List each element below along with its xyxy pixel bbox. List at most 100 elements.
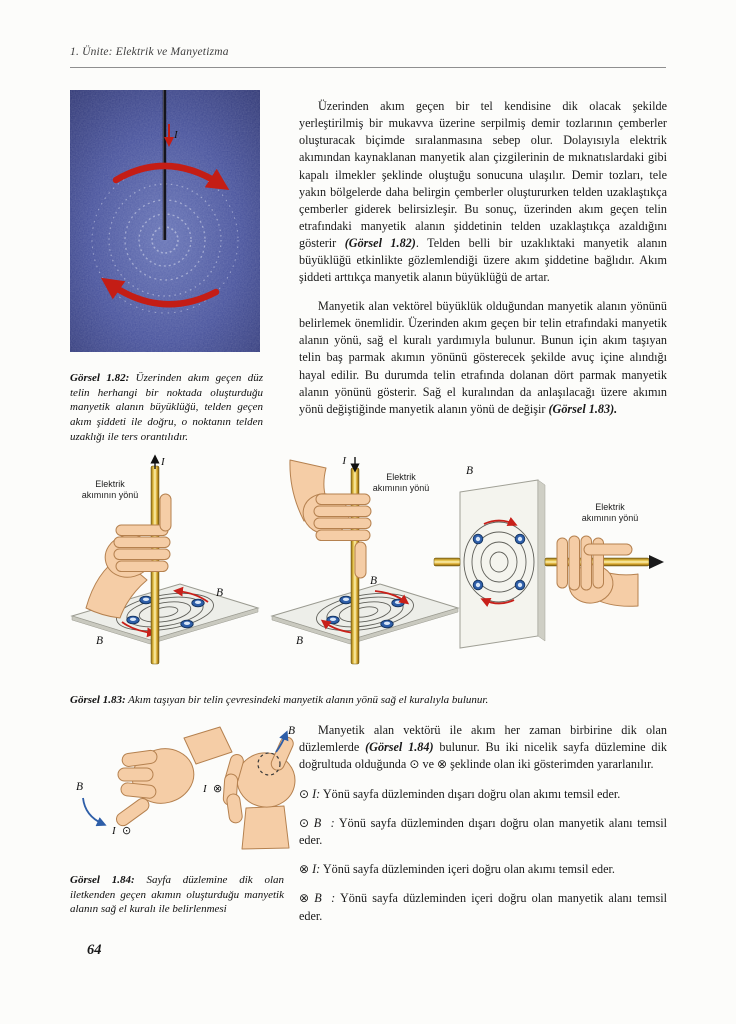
figure-reference-1-84: (Görsel 1.84) — [365, 740, 434, 755]
compass-marker — [472, 579, 484, 591]
field-label: B⃗ — [466, 465, 482, 477]
note-item-text: Yönü sayfa düzleminden içeri doğru olan … — [322, 862, 615, 877]
field-arrow — [82, 797, 107, 827]
paragraph-3-text-cont2: ve — [419, 757, 438, 772]
caption-1-84-label: Görsel 1.84: — [70, 874, 135, 886]
note-item-field-out: ⊙ B⃗: Yönü sayfa düzleminden dışarı doğr… — [299, 815, 667, 849]
direction-label-line2: akımının yönü — [582, 513, 639, 523]
vertical-plate-edge — [537, 479, 546, 642]
current-label: I — [160, 456, 166, 468]
caption-1-82: Görsel 1.82: Üzerinden akım geçen düz te… — [70, 371, 263, 445]
compass-marker — [191, 598, 205, 608]
paragraph-1-text-cont: . Telden belli bir uzaklıktaki manyetik … — [299, 235, 668, 284]
unit-title: 1. Ünite: Elektrik ve Manyetizma — [70, 46, 229, 58]
dot-out-symbol: ⊙ — [299, 786, 310, 801]
field-label: B⃗ — [96, 635, 112, 647]
current-arrow-right — [649, 555, 664, 569]
field-direction-arrow — [483, 517, 518, 526]
compass-marker — [126, 615, 140, 625]
field-label: B⃗ — [296, 635, 312, 647]
current-label: I — [202, 783, 208, 795]
field-label: B⃗ — [76, 781, 92, 793]
note-item-text: Yönü sayfa düzleminden içeri doğru olan … — [299, 891, 668, 923]
dot-out-symbol: ⊙ — [409, 757, 420, 772]
cross-in-symbol: ⊗ — [299, 891, 310, 906]
note-item-current-in: ⊗ I: Yönü sayfa düzleminden içeri doğru … — [299, 861, 667, 878]
field-direction-arrow — [121, 621, 157, 638]
finger — [121, 749, 158, 767]
field-direction-arrow — [374, 590, 410, 605]
wire-rod-left — [433, 557, 461, 567]
note-item-text: Yönü sayfa düzleminden dışarı doğru olan… — [299, 815, 667, 847]
finger — [120, 782, 157, 799]
note-item-label: I: — [312, 862, 321, 877]
caption-1-83-label: Görsel 1.83: — [70, 694, 126, 706]
wrist — [183, 726, 233, 765]
cross-in-symbol: ⊗ — [299, 862, 310, 877]
compass-marker — [339, 595, 353, 605]
right-hand-rule-figure: I Elektrik akımının yönü B⃗ B⃗ — [71, 454, 664, 665]
note-item-current-out: ⊙ I: Yönü sayfa düzleminden dışarı doğru… — [299, 786, 667, 803]
field-direction-arrow — [480, 598, 515, 607]
right-hand-grip — [85, 493, 172, 619]
field-direction-arrow — [173, 586, 209, 603]
compass-marker — [326, 615, 340, 625]
figure-1-82-photo: I — [70, 90, 260, 352]
paragraph-3: Manyetik alan vektörü ile akım her zaman… — [299, 722, 667, 773]
page-header: 1. Ünite: Elektrik ve Manyetizma — [70, 42, 666, 68]
note-item-label: I: — [312, 786, 321, 801]
compass-marker — [180, 619, 194, 629]
field-arrow — [275, 730, 289, 753]
caption-1-83-text: Akım taşıyan bir telin çevresindeki many… — [128, 694, 489, 706]
paragraph-2: Manyetik alan vektörel büyüklük olduğund… — [299, 298, 667, 418]
compass-marker — [472, 533, 484, 545]
field-arrow-top — [112, 162, 230, 190]
compass-marker — [139, 595, 153, 605]
note-item-label: B⃗: — [313, 815, 335, 830]
current-label: I — [111, 825, 117, 837]
field-label: B⃗ — [370, 575, 386, 587]
dot-out-symbol: ⊙ — [299, 815, 310, 830]
paragraph-1-text: Üzerinden akım geçen bir tel kendisine d… — [299, 99, 667, 250]
right-hand-grip — [556, 535, 639, 607]
note-item-label: B⃗: — [314, 891, 336, 906]
subfigure-current-up: I Elektrik akımının yönü B⃗ B⃗ — [71, 454, 259, 665]
paragraph-1: Üzerinden akım geçen bir tel kendisine d… — [299, 98, 667, 286]
finger — [117, 767, 154, 782]
direction-label-line2: akımının yönü — [82, 490, 139, 500]
current-label: I — [173, 129, 179, 141]
page-plane-hands-figure: B⃗ I ⊙ I ⊗ B⃗ — [76, 725, 300, 850]
paragraph-3-text-cont3: şeklinde olan iki gösterimden yararlanıl… — [447, 757, 654, 772]
thumb — [115, 798, 150, 827]
caption-1-83: Görsel 1.83: Akım taşıyan bir telin çevr… — [70, 693, 666, 708]
current-label: I — [341, 455, 347, 467]
left-hand: B⃗ I ⊙ — [76, 726, 233, 837]
figure-1-83: I Elektrik akımının yönü B⃗ B⃗ — [70, 454, 666, 676]
figure-1-84: B⃗ I ⊙ I ⊗ B⃗ — [70, 722, 300, 856]
compass-marker — [514, 579, 526, 591]
caption-1-82-text: Üzerinden akım geçen düz telin herhangi … — [70, 372, 264, 443]
current-in-symbol: ⊗ — [213, 782, 222, 795]
page-number: 64 — [87, 942, 102, 958]
cross-in-symbol: ⊗ — [437, 757, 448, 772]
subfigure-current-down: I Elektrik akımının yönü B⃗ B⃗ — [271, 455, 459, 665]
paragraph-3-text-cont: bulunur. Bu iki nicelik sayfa düzlemine … — [299, 740, 668, 772]
right-hand: I ⊗ B⃗ — [202, 725, 300, 850]
paragraph-3-text: Manyetik alan vektörü ile akım her zaman… — [299, 723, 667, 755]
field-circles — [463, 521, 535, 603]
compass-marker — [380, 619, 394, 629]
current-out-symbol: ⊙ — [122, 824, 131, 837]
field-region-circle — [257, 752, 281, 776]
compass-marker — [514, 533, 526, 545]
field-label: B⃗ — [288, 725, 300, 737]
direction-label-line1: Elektrik — [95, 479, 125, 489]
direction-label-line1: Elektrik — [386, 472, 416, 482]
direction-label-line2: akımının yönü — [373, 483, 430, 493]
caption-1-84-text: Sayfa düzlemine dik olan iletkenden geçe… — [70, 874, 285, 916]
paragraph-2-text: Manyetik alan vektörel büyüklük olduğund… — [299, 299, 667, 416]
figure-reference-1-83: (Görsel 1.83). — [548, 401, 618, 416]
right-hand-grip — [289, 459, 372, 579]
field-arrow-bottom — [100, 277, 220, 308]
finger — [226, 793, 243, 824]
note-item-field-in: ⊗ B⃗: Yönü sayfa düzleminden içeri doğru… — [299, 890, 667, 924]
